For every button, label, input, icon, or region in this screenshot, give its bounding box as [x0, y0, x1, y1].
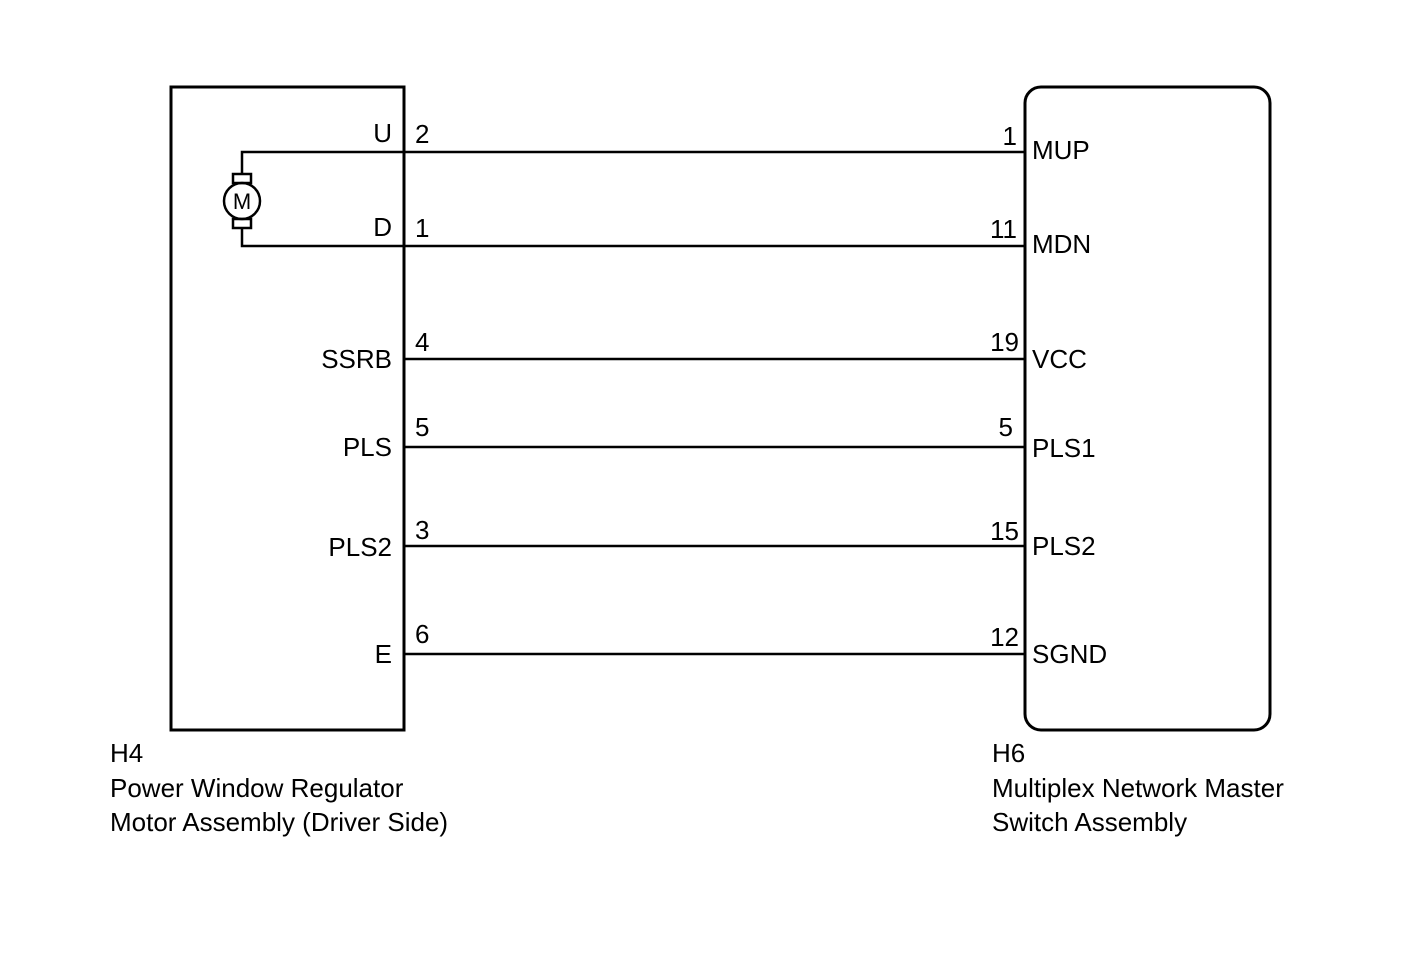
left-terminal-label: PLS2 — [328, 532, 392, 562]
left-pin-number: 6 — [415, 619, 429, 649]
right-pin-number: 5 — [999, 412, 1013, 442]
left-pin-number: 5 — [415, 412, 429, 442]
right-terminal-label: PLS2 — [1032, 531, 1096, 561]
motor-circle — [222, 181, 262, 221]
right-component-caption: H6 Multiplex Network Master Switch Assem… — [992, 738, 1284, 837]
left-pin-number: 3 — [415, 515, 429, 545]
right-pin-number: 15 — [990, 516, 1019, 546]
right-connector-code: H6 — [992, 738, 1025, 768]
motor-brush-top — [231, 172, 253, 185]
left-pin-numbers: 2 1 4 5 3 6 — [415, 119, 429, 649]
left-terminal-label: D — [373, 212, 392, 242]
wire-lines — [404, 150, 1025, 656]
left-terminal-labels: U D SSRB PLS PLS2 E — [321, 118, 392, 669]
right-component-name-line1: Multiplex Network Master — [992, 773, 1284, 803]
right-pin-number: 12 — [990, 622, 1019, 652]
right-terminal-labels: MUP MDN VCC PLS1 PLS2 SGND — [1032, 135, 1107, 669]
left-component-caption: H4 Power Window Regulator Motor Assembly… — [110, 738, 448, 837]
motor-lead-upper — [240, 150, 404, 174]
right-pin-number: 11 — [990, 214, 1017, 244]
right-terminal-label: MDN — [1032, 229, 1091, 259]
left-terminal-label: U — [373, 118, 392, 148]
right-terminal-label: MUP — [1032, 135, 1090, 165]
right-component-box — [1023, 85, 1272, 732]
right-pin-numbers: 1 11 19 5 15 12 — [990, 121, 1019, 652]
right-terminal-label: VCC — [1032, 344, 1087, 374]
left-connector-code: H4 — [110, 738, 143, 768]
left-component-name-line2: Motor Assembly (Driver Side) — [110, 807, 448, 837]
left-terminal-label: PLS — [343, 432, 392, 462]
motor-lead-lower — [240, 228, 404, 248]
left-pin-number: 1 — [415, 213, 429, 243]
motor-letter: M — [233, 189, 251, 214]
left-pin-number: 2 — [415, 119, 429, 149]
left-pin-number: 4 — [415, 327, 429, 357]
motor-brush-bottom — [231, 217, 253, 230]
left-terminal-label: E — [375, 639, 392, 669]
right-pin-number: 19 — [990, 327, 1019, 357]
left-component-box — [169, 85, 406, 732]
right-terminal-label: PLS1 — [1032, 433, 1096, 463]
left-component-name-line1: Power Window Regulator — [110, 773, 404, 803]
right-component-name-line2: Switch Assembly — [992, 807, 1187, 837]
left-terminal-label: SSRB — [321, 344, 392, 374]
right-pin-number: 1 — [1003, 121, 1017, 151]
right-terminal-label: SGND — [1032, 639, 1107, 669]
motor-symbol: M — [222, 150, 404, 248]
